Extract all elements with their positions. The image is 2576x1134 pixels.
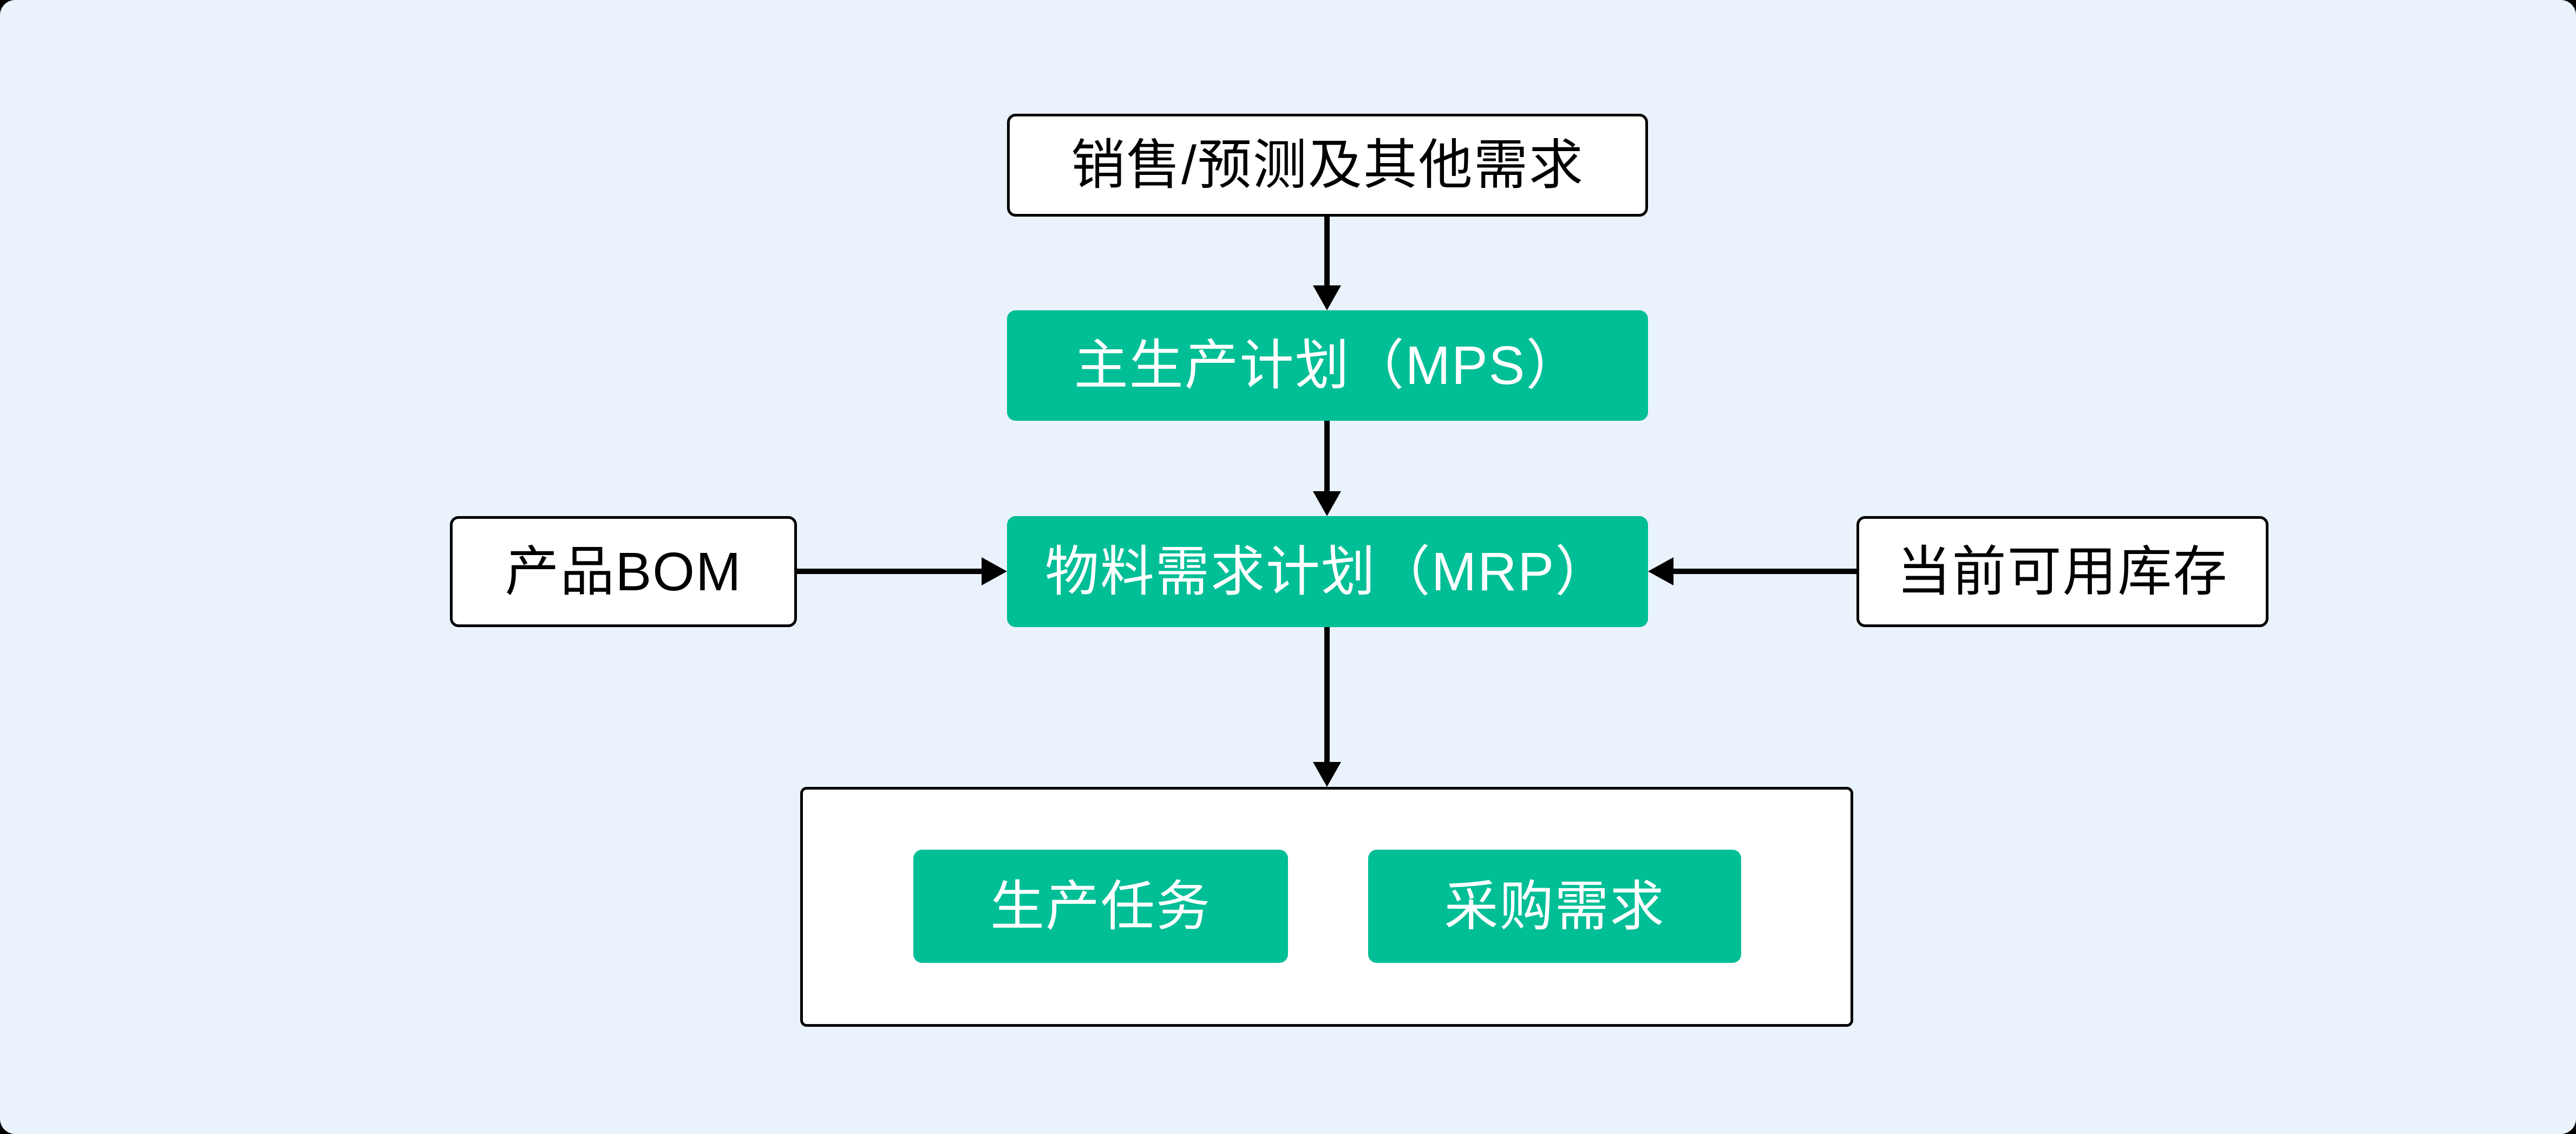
arrow-shaft [1324,421,1330,493]
arrow-head-down-icon [1313,762,1341,787]
bom-node: 产品BOM [450,516,797,627]
mps-label: 主生产计划（MPS） [1074,335,1581,396]
arrow-head-right-icon [982,557,1007,585]
arrow-head-down-icon [1313,285,1341,310]
bom-label: 产品BOM [505,541,742,602]
arrow-head-left-icon [1648,557,1673,585]
demand-source-label: 销售/预测及其他需求 [1071,135,1584,195]
arrow-mps-to-mrp [1313,421,1341,516]
purchase-demand-label: 采购需求 [1444,876,1665,937]
arrow-head-down-icon [1313,491,1341,516]
arrow-shaft [1324,627,1330,764]
arrow-bom-to-mrp [797,557,1007,585]
mps-node: 主生产计划（MPS） [1007,310,1648,421]
inventory-label: 当前可用库存 [1897,541,2228,602]
arrow-shaft [1671,569,1856,574]
inventory-node: 当前可用库存 [1856,516,2268,627]
mrp-node: 物料需求计划（MRP） [1007,516,1648,627]
arrow-inventory-to-mrp [1648,557,1856,585]
arrow-mrp-to-output [1313,627,1341,787]
arrow-shaft [1324,217,1330,288]
production-task-label: 生产任务 [990,876,1211,937]
arrow-demand-to-mps [1313,217,1341,310]
arrow-shaft [797,569,984,574]
production-task-node: 生产任务 [913,850,1288,963]
mrp-label: 物料需求计划（MRP） [1044,541,1611,602]
demand-source-node: 销售/预测及其他需求 [1007,114,1648,217]
purchase-demand-node: 采购需求 [1368,850,1741,963]
